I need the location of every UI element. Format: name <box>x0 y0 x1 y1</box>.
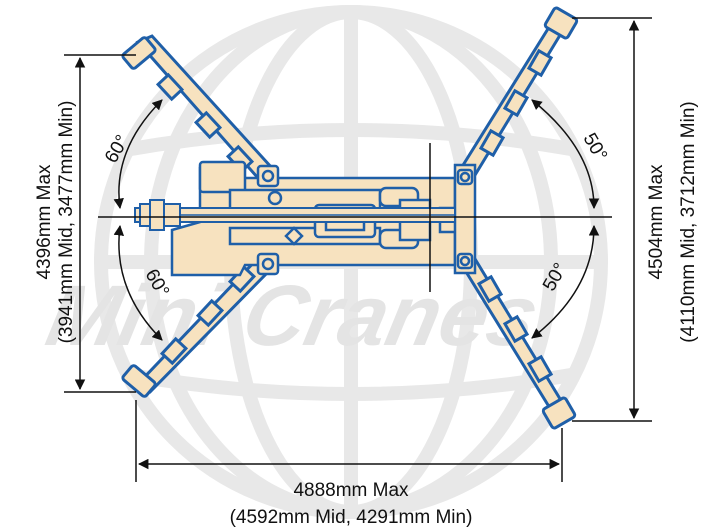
dimension-bottom <box>135 400 563 482</box>
outrigger-right-upper <box>458 6 579 183</box>
outrigger-left-lower <box>121 256 275 398</box>
dimension-bottom-alt: (4592mm Mid, 4291mm Min) <box>230 507 473 528</box>
dimension-left <box>64 54 136 393</box>
outrigger-right-lower <box>457 251 577 430</box>
watermark-text: Mini Cranes <box>39 268 547 364</box>
dimension-left-max: 4396mm Max <box>34 164 55 280</box>
dimension-right <box>572 17 652 422</box>
angle-arcs <box>113 99 600 341</box>
outrigger-left-upper <box>121 34 275 181</box>
dimension-right-alt: (4110mm Mid, 3712mm Min) <box>678 101 699 342</box>
dimension-bottom-max: 4888mm Max <box>293 480 409 501</box>
center-lines <box>98 143 612 292</box>
watermark-logo: Mini Cranes <box>39 268 547 364</box>
dimension-left-alt: (3941mm Mid, 3477mm Min) <box>56 101 77 344</box>
boom <box>134 199 456 231</box>
dimension-right-max: 4504mm Max <box>646 164 667 280</box>
